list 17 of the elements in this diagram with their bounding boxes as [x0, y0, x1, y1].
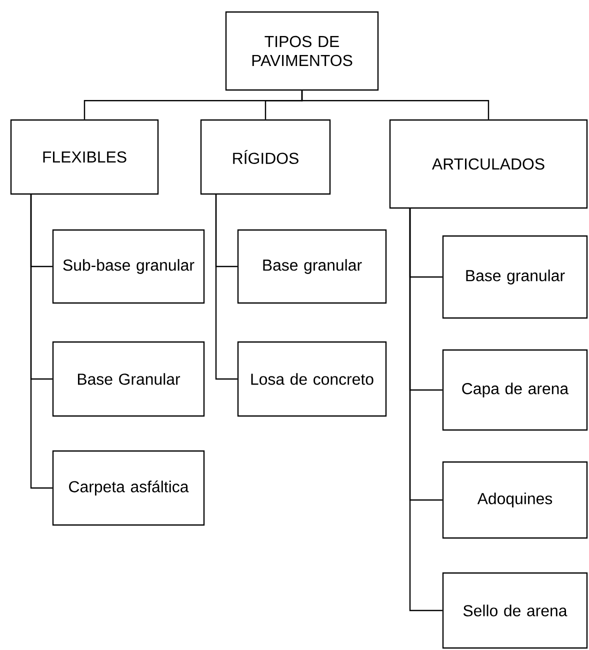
box: Losa de concreto	[237, 341, 387, 417]
box: Adoquines	[442, 461, 588, 539]
box: Sub-base granular	[52, 229, 205, 304]
box: TIPOS DE PAVIMENTOS	[225, 11, 379, 91]
connector-line	[215, 194, 238, 380]
connector-line	[30, 194, 52, 489]
box: RÍGIDOS	[200, 119, 331, 195]
box: Sello de arena	[442, 572, 588, 649]
box: Base granular	[237, 229, 387, 304]
box: FLEXIBLES	[10, 119, 159, 195]
box: Base Granular	[52, 341, 205, 417]
box: Carpeta asfáltica	[52, 450, 205, 526]
connector-line	[409, 208, 442, 612]
box: ARTICULADOS	[389, 119, 588, 209]
connector-line	[301, 90, 490, 120]
box: Base granular	[442, 235, 588, 319]
box: Capa de arena	[442, 349, 588, 431]
